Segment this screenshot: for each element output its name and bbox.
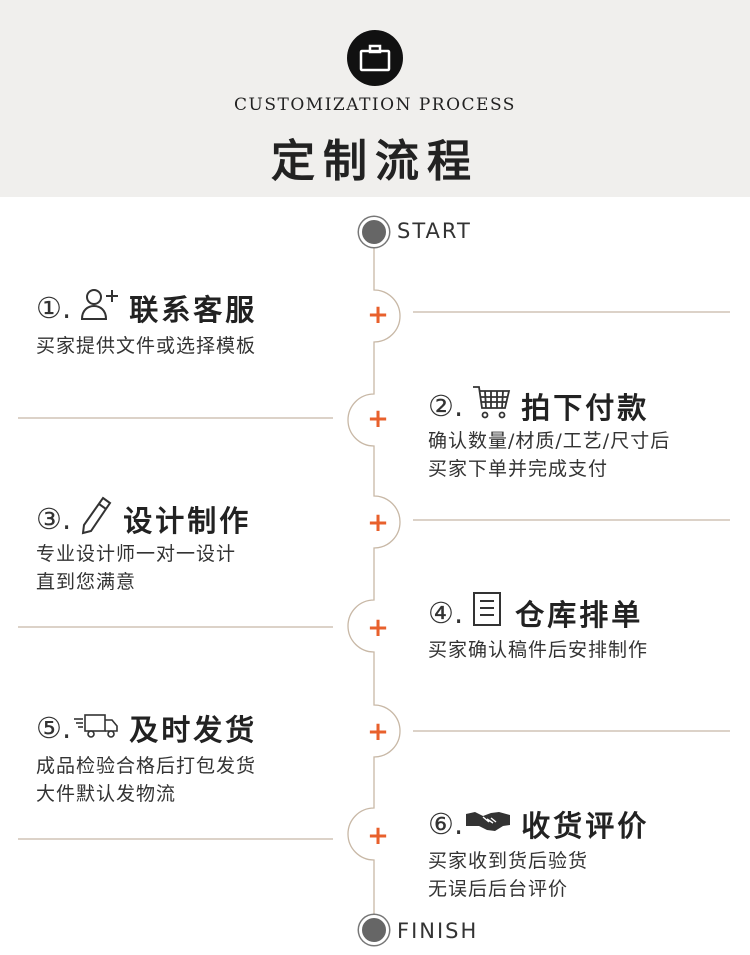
plus-icon: + — [367, 508, 389, 538]
step-5-description: 成品检验合格后打包发货 大件默认发物流 — [36, 752, 256, 808]
finish-label: FINISH — [397, 919, 479, 943]
description-line: 买家确认稿件后安排制作 — [428, 639, 649, 661]
description-line: 买家收到货后验货 — [428, 850, 589, 872]
finish-dot — [359, 915, 389, 945]
step-number: ①. — [36, 290, 72, 325]
step-title: 仓库排单 — [515, 597, 644, 632]
step-6-description: 买家收到货后验货 无误后后台评价 — [428, 847, 588, 903]
handshake-icon — [465, 807, 511, 841]
step-2-description: 确认数量/材质/工艺/尺寸后 买家下单并完成支付 — [428, 427, 670, 483]
plus-icon: + — [367, 613, 389, 643]
plus-icon: + — [367, 404, 389, 434]
step-title: 拍下付款 — [521, 390, 650, 425]
start-dot — [359, 217, 389, 247]
step-title: 设计制作 — [123, 503, 252, 538]
step-5-heading: ⑤. 及时发货 — [36, 707, 257, 749]
step-number: ③. — [36, 501, 72, 536]
step-title: 收货评价 — [521, 809, 650, 843]
step-4-heading: ④. 仓库排单 — [428, 590, 643, 635]
step-number: ⑥. — [428, 807, 464, 841]
plus-icon: + — [367, 300, 389, 330]
step-4-description: 买家确认稿件后安排制作 — [428, 636, 648, 664]
start-label: START — [397, 219, 472, 243]
header-banner: CUSTOMIZATION PROCESS 定制流程 — [0, 0, 750, 197]
add-user-icon — [79, 286, 119, 329]
step-3-heading: ③. 设计制作 — [36, 495, 251, 542]
delivery-truck-icon — [73, 710, 119, 747]
document-list-icon — [471, 590, 505, 635]
step-6-heading: ⑥. 收货评价 — [428, 803, 649, 845]
step-number: ②. — [428, 388, 464, 423]
page-title: 定制流程 — [271, 136, 479, 187]
step-2-heading: ②. 拍下付款 — [428, 384, 649, 427]
description-line: 直到您满意 — [36, 571, 137, 593]
description-line: 大件默认发物流 — [36, 783, 177, 805]
description-line: 成品检验合格后打包发货 — [36, 755, 257, 777]
step-title: 及时发货 — [129, 713, 258, 747]
shopping-cart-icon — [471, 384, 511, 427]
step-number: ⑤. — [36, 711, 72, 745]
description-line: 买家下单并完成支付 — [428, 458, 609, 480]
plus-icon: + — [367, 717, 389, 747]
step-1-heading: ①. 联系客服 — [36, 286, 257, 329]
description-line: 买家提供文件或选择模板 — [36, 335, 257, 357]
pencil-icon — [79, 495, 113, 542]
description-line: 确认数量/材质/工艺/尺寸后 — [428, 430, 671, 452]
step-title: 联系客服 — [129, 292, 258, 327]
description-line: 无误后后台评价 — [428, 878, 569, 900]
header-subtitle: CUSTOMIZATION PROCESS — [234, 95, 516, 115]
step-3-description: 专业设计师一对一设计 直到您满意 — [36, 540, 236, 596]
step-1-description: 买家提供文件或选择模板 — [36, 332, 256, 360]
step-number: ④. — [428, 595, 464, 630]
description-line: 专业设计师一对一设计 — [36, 543, 237, 565]
briefcase-icon — [347, 30, 403, 86]
plus-icon: + — [367, 821, 389, 851]
